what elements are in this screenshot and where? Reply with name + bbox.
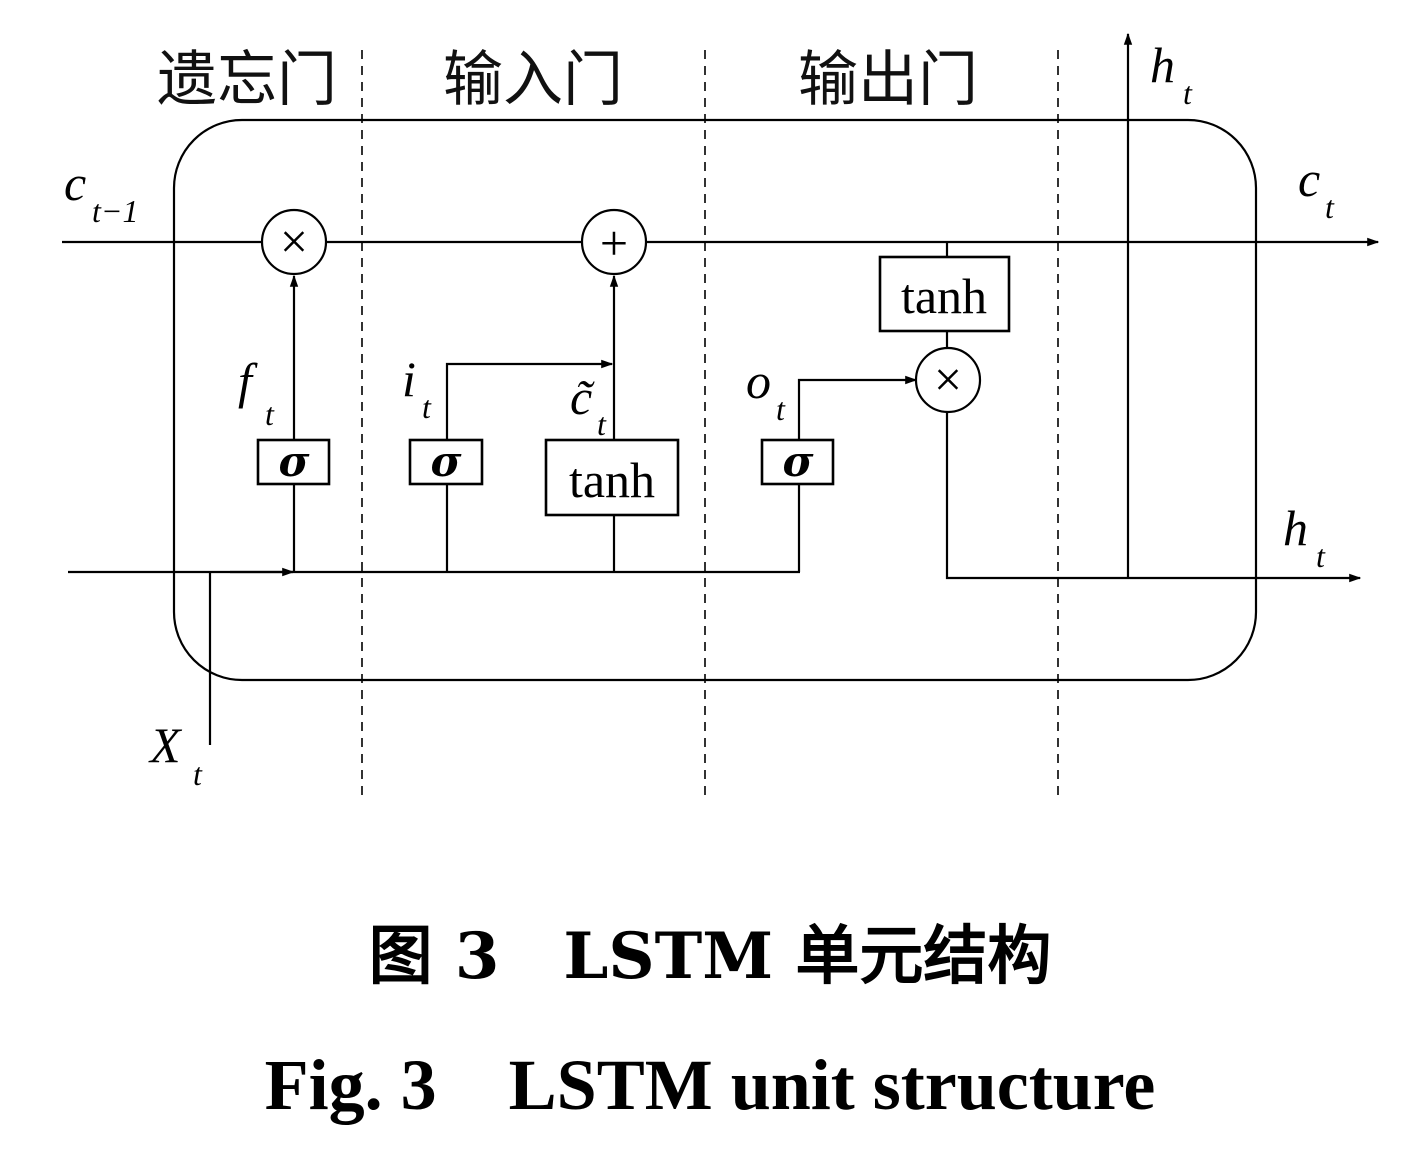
output-sigma-label: σ [783,437,814,486]
c-tilde-base: c̃ [570,369,595,425]
h-t-top-sub: t [1183,75,1193,111]
f-t-label: f t [238,353,275,432]
x-t-sub: t [193,756,203,792]
output-sigma-box [760,438,835,486]
output-multiply-symbol: × [934,351,962,407]
h-t-right-label: h t [1283,500,1326,574]
candidate-tanh-label: tanh [569,452,655,508]
add-op [580,208,648,276]
forget-sigma-label: σ [279,437,310,486]
cell-boundary [172,118,1258,682]
forget-multiply-symbol: × [280,213,308,269]
c-t-sub: t [1325,189,1335,225]
input-gate-label: 输入门 [443,45,623,115]
x-t-base: X [148,717,183,773]
forget-gate-label: 遗忘门 [157,45,337,115]
figure-caption-en: Fig. 3 LSTM unit structure [264,1045,1156,1125]
input-to-candidate-line [445,359,614,440]
x-t-label: X t [148,717,203,792]
h-t-top-label: h t [1150,37,1193,111]
h-t-right-base: h [1283,500,1308,556]
h-t-right-sub: t [1316,538,1326,574]
o-t-base: o [746,353,771,409]
hidden-output-line [945,412,1362,583]
forget-multiply-op [260,208,328,276]
candidate-tanh-box [544,438,680,517]
h-t-top-base: h [1150,37,1175,93]
f-t-sub: t [265,396,275,432]
input-sigma-box [408,438,484,486]
o-t-label: o t [746,353,786,427]
lstm-diagram: 遗忘门 输入门 输出门 × + × σ σ σ tanh tanh c t−1 … [62,32,1380,800]
output-tanh-box [878,255,1011,333]
c-prev-base: c [64,155,86,211]
output-tanh-label: tanh [901,268,987,324]
i-t-label: i t [402,351,432,425]
output-gate-label: 输出门 [798,45,978,115]
f-t-base: f [238,353,258,409]
output-multiply-op [914,346,982,414]
c-t-base: c [1298,151,1320,207]
input-sigma-label: σ [431,437,462,486]
c-tilde-sub: t [597,406,607,442]
i-t-sub: t [422,389,432,425]
c-prev-label: c t−1 [64,155,138,229]
c-tilde-label: c̃ t [570,369,607,442]
c-t-label: c t [1298,151,1335,225]
figure-caption-cn: 图 3 LSTM 单元结构 [368,919,1052,994]
i-t-base: i [402,351,416,407]
o-t-sub: t [776,391,786,427]
c-prev-sub: t−1 [92,193,138,229]
add-symbol: + [600,215,628,271]
output-to-multiply-line [797,375,918,440]
forget-sigma-box [256,438,331,486]
